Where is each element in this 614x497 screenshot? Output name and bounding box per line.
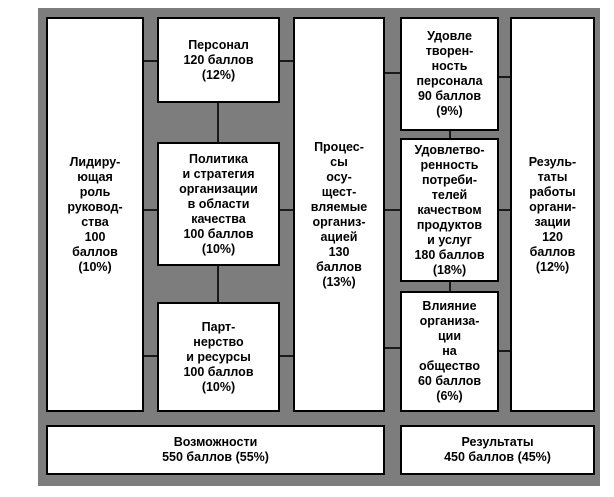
connector-line bbox=[497, 209, 513, 211]
connector-line bbox=[142, 209, 160, 211]
customer-satisfaction-box: Удовлетво- ренность потреби- телей качес… bbox=[400, 138, 499, 282]
connector-line bbox=[217, 264, 219, 304]
policy-strategy-box: Политика и стратегия организации в облас… bbox=[157, 142, 280, 266]
connector-line bbox=[142, 355, 160, 357]
connector-line bbox=[278, 355, 296, 357]
staff-satisfaction-box: Удовле творен- ность персонала 90 баллов… bbox=[400, 17, 499, 131]
connector-line bbox=[383, 347, 403, 349]
connector-line bbox=[278, 60, 296, 62]
society-impact-box: Влияние организа- ции на общество 60 бал… bbox=[400, 291, 499, 412]
enablers-total-box: Возможности 550 баллов (55%) bbox=[46, 425, 385, 475]
connector-line bbox=[449, 129, 451, 140]
connector-line bbox=[497, 350, 513, 352]
processes-box: Процес- сы осу- щест- вляемые организ- а… bbox=[293, 17, 385, 412]
connector-line bbox=[142, 60, 160, 62]
partnership-resources-box: Парт- нерство и ресурсы 100 баллов (10%) bbox=[157, 302, 280, 412]
results-box: Резуль- таты работы органи- зации 120 ба… bbox=[510, 17, 595, 412]
results-total-box: Результаты 450 баллов (45%) bbox=[400, 425, 595, 475]
connector-line bbox=[278, 209, 296, 211]
connector-line bbox=[497, 76, 513, 78]
connector-line bbox=[217, 101, 219, 143]
connector-line bbox=[449, 280, 451, 293]
connector-line bbox=[383, 72, 403, 74]
personnel-box: Персонал 120 баллов (12%) bbox=[157, 17, 280, 103]
connector-line bbox=[383, 209, 403, 211]
leadership-box: Лидиру- ющая роль руковод- ства 100 балл… bbox=[46, 17, 144, 412]
